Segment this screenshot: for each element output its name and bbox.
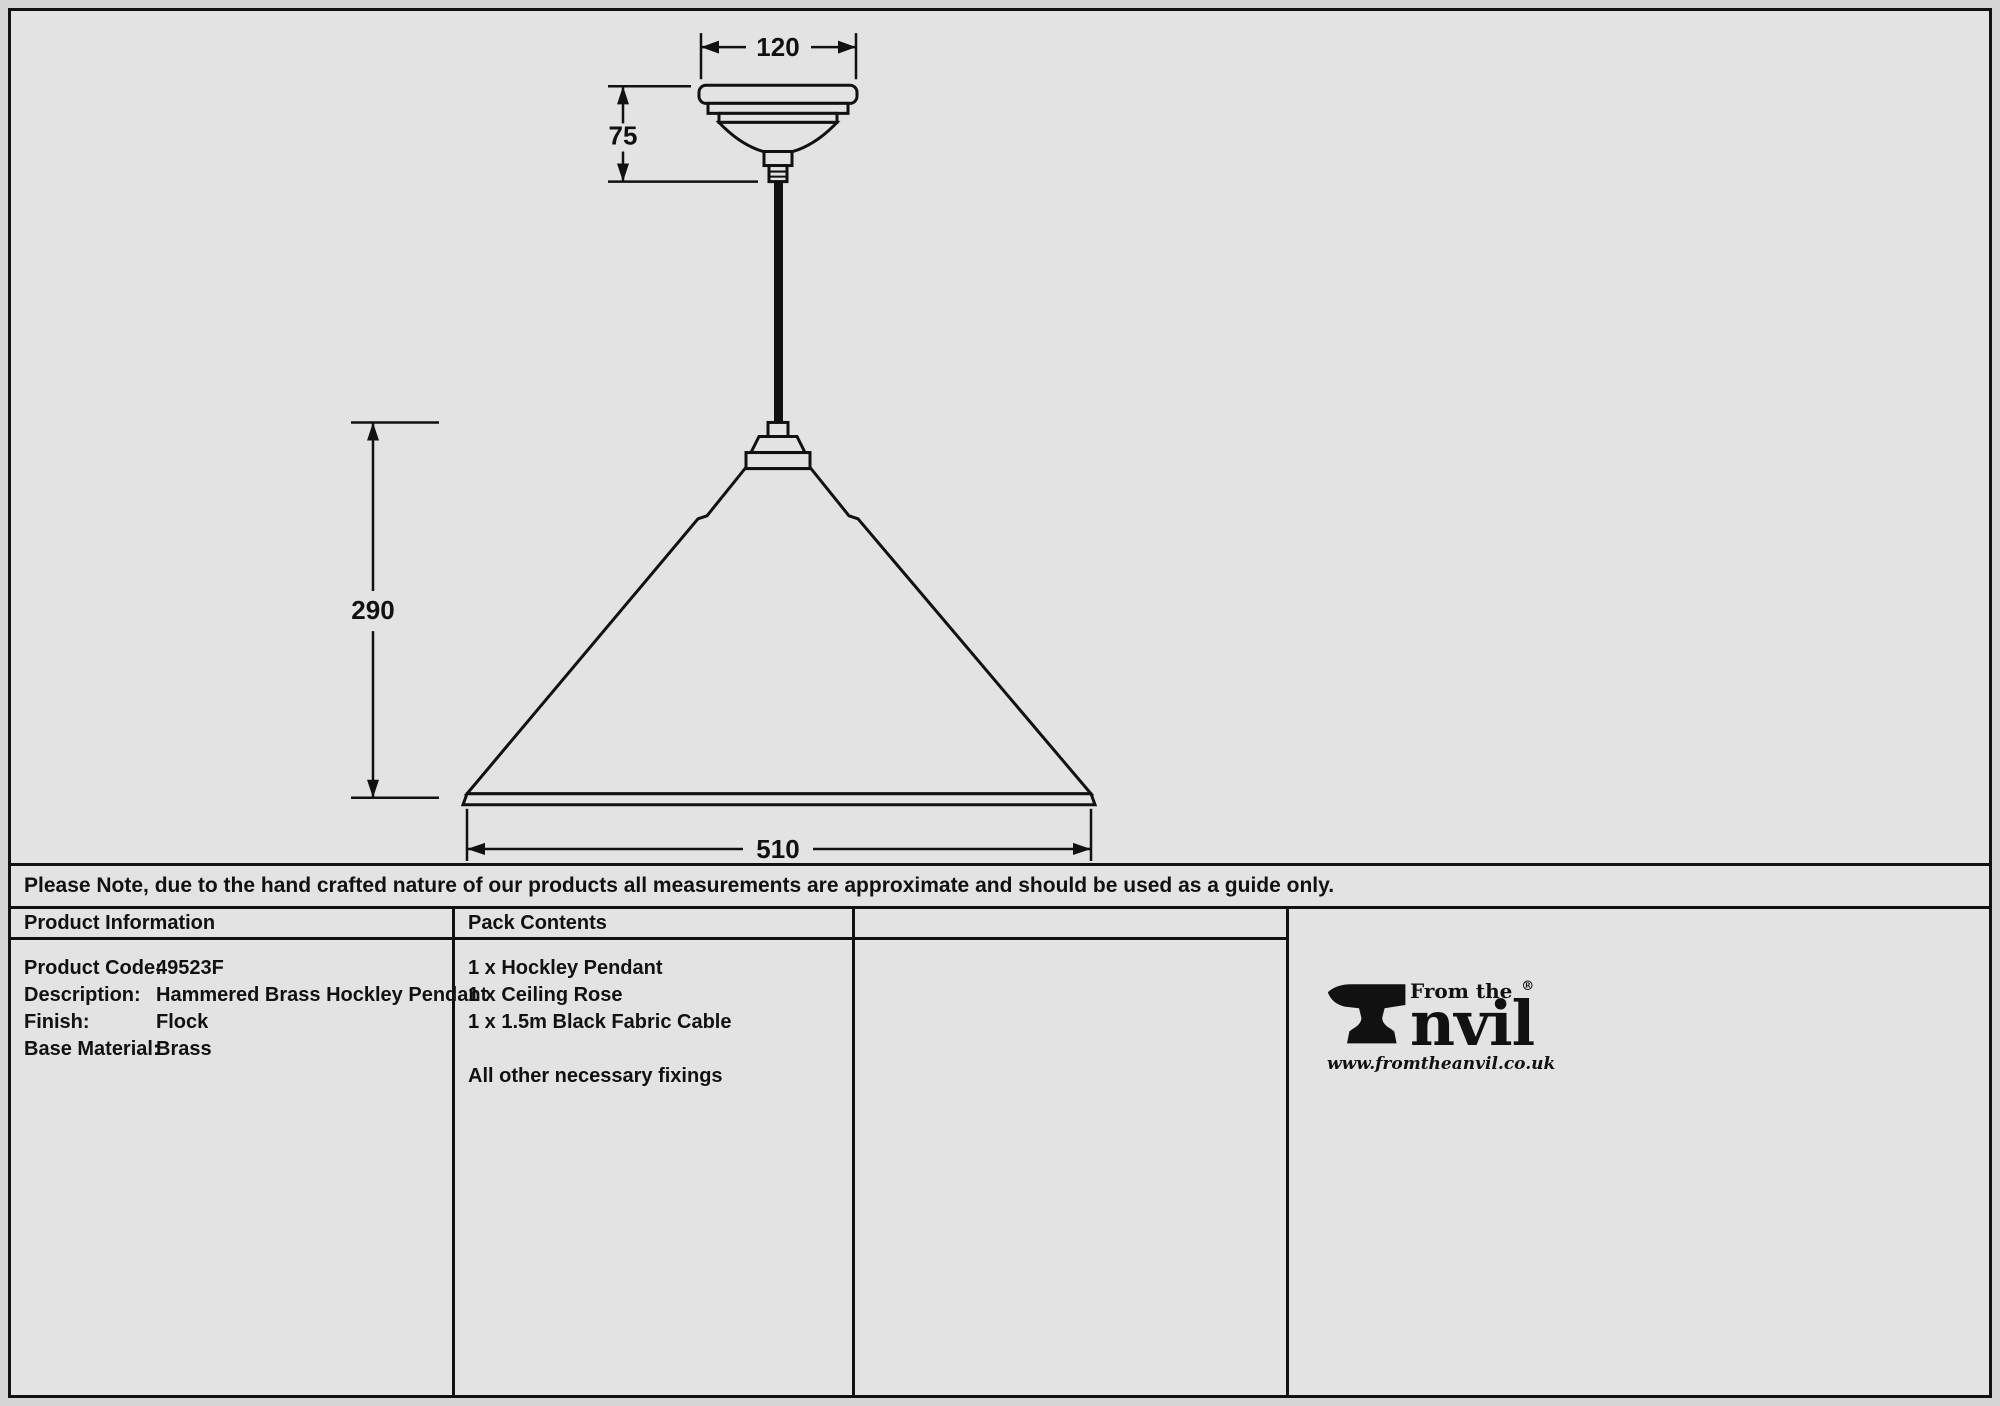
note-text: Please Note, due to the hand crafted nat… [24, 874, 1335, 897]
finish-label: Finish: [24, 1011, 90, 1033]
info-table: Product Information Product Code: 49523F… [11, 909, 1989, 1395]
dim-label-75: 75 [609, 120, 638, 150]
empty-column-header [855, 909, 1286, 940]
product-code-label: Product Code: [24, 957, 162, 979]
lamp-shade [460, 467, 1098, 807]
finish-value: Flock [156, 1011, 209, 1033]
dim-label-510: 510 [756, 834, 799, 863]
logo-prefix: From the [1410, 979, 1513, 1003]
base-material-value: Brass [156, 1038, 212, 1060]
brand-column: From the ® nvil www.fromtheanvil.co.uk [1289, 909, 1989, 1395]
dimension-rose-height: 75 [608, 85, 758, 183]
brand-logo: From the ® nvil www.fromtheanvil.co.uk [1327, 971, 1555, 1074]
product-info-body: Product Code: 49523F Description: Hammer… [11, 940, 487, 1078]
pack-item: 1 x Ceiling Rose [468, 984, 623, 1006]
base-material-label: Base Material: [24, 1038, 160, 1060]
empty-column [855, 909, 1289, 1395]
dimension-shade-width: 510 [465, 808, 1093, 863]
pack-item: 1 x 1.5m Black Fabric Cable [468, 1011, 732, 1033]
description-label: Description: [24, 984, 141, 1006]
dimension-rose-width: 120 [699, 32, 858, 80]
technical-drawing: 120 75 [351, 32, 1098, 863]
logo-website: www.fromtheanvil.co.uk [1327, 1054, 1556, 1074]
pack-item: 1 x Hockley Pendant [468, 957, 663, 979]
registered-mark: ® [1521, 979, 1535, 994]
drawing-area: 120 75 [11, 11, 1989, 866]
dim-label-120: 120 [756, 32, 799, 62]
pendant-cable [774, 181, 783, 425]
ceiling-rose [697, 83, 859, 184]
dim-label-290: 290 [351, 595, 394, 625]
empty-column-body [855, 940, 1286, 970]
pack-contents-header: Pack Contents [455, 909, 852, 940]
lamp-holder [744, 420, 812, 471]
product-info-header: Product Information [11, 909, 452, 940]
pack-contents-column: Pack Contents 1 x Hockley Pendant 1 x Ce… [455, 909, 855, 1395]
pack-contents-body: 1 x Hockley Pendant 1 x Ceiling Rose 1 x… [455, 940, 852, 1105]
logo-brand-text: nvil [1410, 987, 1535, 1060]
product-code-value: 49523F [156, 957, 224, 979]
anvil-icon [1327, 984, 1406, 1044]
product-info-column: Product Information Product Code: 49523F… [11, 909, 487, 1395]
pack-fixings-note: All other necessary fixings [468, 1065, 723, 1087]
spec-sheet-page: 120 75 [8, 8, 1992, 1398]
dimension-shade-height: 290 [351, 421, 439, 800]
description-value: Hammered Brass Hockley Pendant [156, 984, 488, 1006]
note-bar: Please Note, due to the hand crafted nat… [11, 866, 1989, 909]
